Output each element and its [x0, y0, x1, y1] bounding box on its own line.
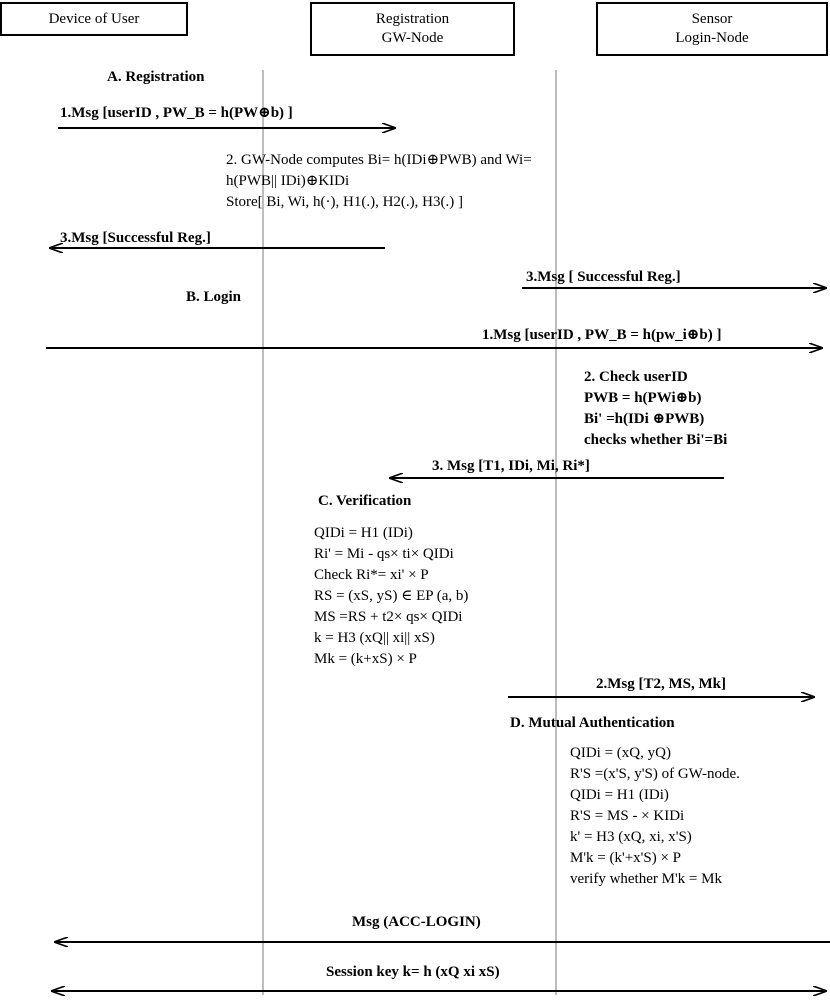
mutual-step: k' = H3 (xQ, xi, x'S): [570, 829, 692, 845]
gw-computes-line: Store[ Bi, Wi, h(·), H1(.), H2(.), H3(.)…: [226, 194, 463, 210]
verification-step: MS =RS + t2× qs× QIDi: [314, 609, 463, 625]
label-login-msg1: 1.Msg [userID , PW_B = h(pw_i⊕b) ]: [482, 327, 722, 343]
verification-step: k = H3 (xQ|| xi|| xS): [314, 630, 435, 646]
label-msg2-auth: 2.Msg [T2, MS, Mk]: [596, 676, 726, 692]
mutual-step: M'k = (k'+x'S) × P: [570, 850, 681, 866]
section-login: B. Login: [186, 289, 242, 305]
participant-gw-label-1: Registration: [375, 11, 450, 27]
participant-gw: Registration GW-Node: [310, 2, 515, 56]
mutual-step: R'S =(x'S, y'S) of GW-node.: [570, 766, 740, 782]
mutual-step: verify whether M'k = Mk: [570, 871, 722, 887]
participant-user: Device of User: [0, 2, 188, 36]
label-reg-msg3-user: 3.Msg [Successful Reg.]: [60, 230, 211, 246]
gw-computes-line: h(PWB|| IDi)⊕KIDi: [226, 173, 350, 189]
gw-computes-block: 2. GW-Node computes Bi= h(IDi⊕PWB) and W…: [226, 150, 532, 213]
participant-sensor-label-1: Sensor: [691, 11, 733, 27]
verification-step: QIDi = H1 (IDi): [314, 525, 413, 541]
section-registration: A. Registration: [107, 69, 205, 85]
label-session-key: Session key k= h (xQ xi xS): [326, 964, 500, 980]
verification-step: RS = (xS, yS) ∈ EP (a, b): [314, 588, 469, 604]
check-userid-block: 2. Check userID PWB = h(PWi⊕b) Bi' =h(ID…: [584, 367, 727, 451]
mutual-step: QIDi = (xQ, yQ): [570, 745, 671, 761]
mutual-auth-block: QIDi = (xQ, yQ) R'S =(x'S, y'S) of GW-no…: [570, 743, 740, 890]
verification-step: Check Ri*= xi' × P: [314, 567, 429, 583]
verification-step: Ri' = Mi - qs× ti× QIDi: [314, 546, 454, 562]
label-reg-msg1: 1.Msg [userID , PW_B = h(PW⊕b) ]: [60, 105, 293, 121]
label-msg3-verif: 3. Msg [T1, IDi, Mi, Ri*]: [432, 458, 590, 474]
label-reg-msg3-sensor: 3.Msg [ Successful Reg.]: [526, 269, 681, 285]
section-verification: C. Verification: [318, 493, 412, 509]
check-line: Bi' =h(IDi ⊕PWB): [584, 411, 705, 427]
verification-block: QIDi = H1 (IDi) Ri' = Mi - qs× ti× QIDi …: [314, 523, 468, 670]
label-acc-login: Msg (ACC-LOGIN): [352, 914, 481, 930]
participant-gw-label-2: GW-Node: [381, 30, 444, 46]
participant-user-label: Device of User: [48, 10, 140, 27]
mutual-step: R'S = MS - × KIDi: [570, 808, 685, 824]
section-mutual-auth: D. Mutual Authentication: [510, 715, 675, 731]
check-line: 2. Check userID: [584, 369, 688, 385]
verification-step: Mk = (k+xS) × P: [314, 651, 417, 667]
participant-sensor-label-2: Login-Node: [675, 30, 749, 46]
gw-computes-line: 2. GW-Node computes Bi= h(IDi⊕PWB) and W…: [226, 152, 532, 168]
mutual-step: QIDi = H1 (IDi): [570, 787, 669, 803]
participant-sensor: Sensor Login-Node: [596, 2, 828, 56]
check-line: checks whether Bi'=Bi: [584, 432, 728, 448]
check-line: PWB = h(PWi⊕b): [584, 390, 702, 406]
